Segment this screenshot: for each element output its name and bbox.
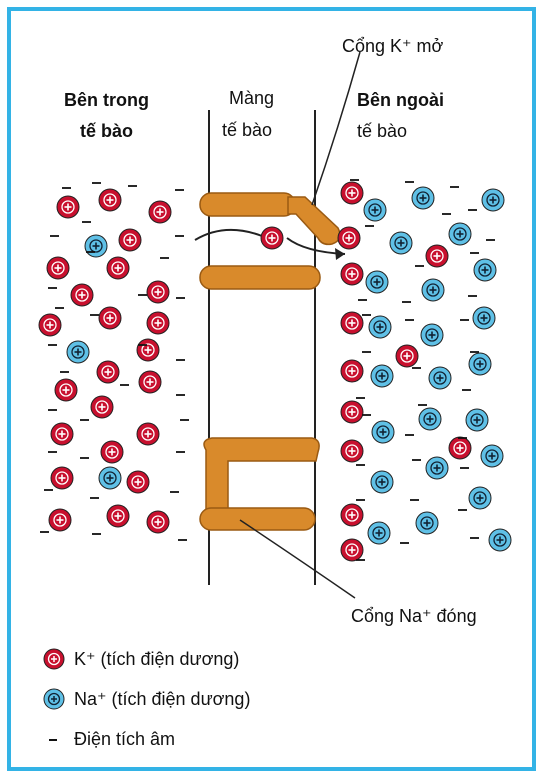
- k-ion: [47, 257, 69, 279]
- legend-item-na: Na⁺ (tích điện dương): [40, 686, 250, 712]
- na-ion: [466, 409, 488, 431]
- k-ion-icon: [43, 648, 65, 670]
- k-ion: [107, 257, 129, 279]
- na-gate-label: Cổng Na⁺ đóng: [351, 607, 477, 625]
- na-ion-icon: [43, 688, 65, 710]
- outside-label-line2: tế bào: [357, 122, 407, 140]
- k-ion: [449, 437, 471, 459]
- k-ion: [261, 227, 283, 249]
- membrane-label-line1: Màng: [229, 89, 274, 107]
- k-ion: [341, 401, 363, 423]
- na-ion: [364, 199, 386, 221]
- membrane-protein: [200, 266, 320, 289]
- na-ion: [469, 487, 491, 509]
- k-ion: [149, 201, 171, 223]
- k-ion: [341, 504, 363, 526]
- na-ion: [489, 529, 511, 551]
- k-ion: [396, 345, 418, 367]
- k-ion: [341, 440, 363, 462]
- na-ion: [473, 307, 495, 329]
- outside-label-line1: Bên ngoài: [357, 91, 444, 109]
- ion-layer: [39, 180, 511, 561]
- na-ion: [412, 187, 434, 209]
- k-ion: [341, 539, 363, 561]
- k-ion: [338, 227, 360, 249]
- k-ion: [97, 361, 119, 383]
- k-ion: [49, 509, 71, 531]
- na-ion: [371, 471, 393, 493]
- arrowhead: [335, 248, 345, 260]
- legend-item-negative: Điện tích âm: [40, 726, 175, 752]
- na-ion: [422, 279, 444, 301]
- k-ion: [99, 307, 121, 329]
- k-ion: [137, 423, 159, 445]
- legend-text-na: Na⁺ (tích điện dương): [74, 689, 250, 710]
- na-ion: [449, 223, 471, 245]
- k-ion: [147, 281, 169, 303]
- k-ion: [39, 314, 61, 336]
- k-ion: [341, 182, 363, 204]
- na-ion: [419, 408, 441, 430]
- k-ion: [341, 312, 363, 334]
- na-gate: [200, 438, 319, 530]
- k-ion: [147, 511, 169, 533]
- k-ion: [57, 196, 79, 218]
- k-ion: [119, 229, 141, 251]
- na-ion: [416, 512, 438, 534]
- k-ion: [55, 379, 77, 401]
- na-ion: [369, 316, 391, 338]
- membrane-label-line2: tế bào: [222, 121, 272, 139]
- na-ion: [426, 457, 448, 479]
- na-ion: [390, 232, 412, 254]
- k-ion: [51, 423, 73, 445]
- k-ion: [127, 471, 149, 493]
- k-ion: [91, 396, 113, 418]
- k-ion: [341, 263, 363, 285]
- legend-text-k: K⁺ (tích điện dương): [74, 649, 239, 670]
- na-ion: [421, 324, 443, 346]
- k-ion: [107, 505, 129, 527]
- k-ion: [341, 360, 363, 382]
- na-ion: [67, 341, 89, 363]
- legend-text-negative: Điện tích âm: [74, 729, 175, 750]
- na-ion: [371, 365, 393, 387]
- negative-charge-icon: [43, 728, 65, 750]
- na-ion: [482, 189, 504, 211]
- na-ion: [469, 353, 491, 375]
- na-ion: [474, 259, 496, 281]
- legend-item-k: K⁺ (tích điện dương): [40, 646, 239, 672]
- na-ion: [429, 367, 451, 389]
- inside-label-line1: Bên trong: [64, 91, 149, 109]
- k-ion: [51, 467, 73, 489]
- k-ion: [139, 371, 161, 393]
- na-ion: [481, 445, 503, 467]
- inside-label-line2: tế bào: [80, 122, 133, 140]
- na-ion: [85, 235, 107, 257]
- na-ion: [99, 467, 121, 489]
- k-ion: [137, 339, 159, 361]
- k-ion: [426, 245, 448, 267]
- na-ion: [366, 271, 388, 293]
- k-ion: [71, 284, 93, 306]
- na-ion: [368, 522, 390, 544]
- k-ion: [99, 189, 121, 211]
- k-ion: [147, 312, 169, 334]
- k-gate-label: Cổng K⁺ mở: [342, 37, 443, 55]
- k-ion: [101, 441, 123, 463]
- na-ion: [372, 421, 394, 443]
